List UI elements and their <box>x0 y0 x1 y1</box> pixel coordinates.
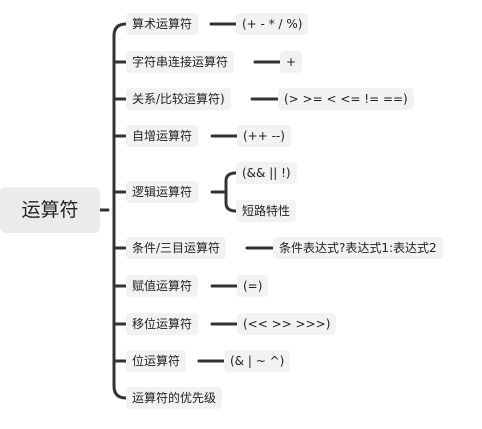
branch-precedence: 运算符的优先级 <box>126 387 223 409</box>
detail-increment: (++ --) <box>237 125 291 147</box>
branch-ternary: 条件/三目运算符 <box>126 237 227 259</box>
detail-logical-ops: (&& || !) <box>236 162 297 184</box>
branch-shift: 移位运算符 <box>126 313 199 335</box>
detail-arithmetic: (+ - * / %) <box>236 13 309 35</box>
detail-shift: (<< >> >>>) <box>237 313 337 335</box>
root-node-operators: 运算符 <box>0 187 100 233</box>
branch-assignment: 赋值运算符 <box>126 275 199 297</box>
detail-assignment: (=) <box>237 275 269 297</box>
branch-increment: 自增运算符 <box>126 125 199 147</box>
detail-short-circuit: 短路特性 <box>236 200 297 222</box>
branch-relational: 关系/比较运算符) <box>126 88 231 110</box>
detail-ternary: 条件表达式?表达式1:表达式2 <box>273 237 443 259</box>
branch-string-concat: 字符串连接运算符 <box>126 51 235 73</box>
detail-string-concat: + <box>280 51 303 73</box>
branch-bitwise: 位运算符 <box>126 350 187 372</box>
detail-bitwise: (& | ~ ^) <box>224 350 291 372</box>
branch-arithmetic: 算术运算符 <box>126 13 199 35</box>
detail-relational: (> >= < <= != ==) <box>278 88 414 110</box>
branch-logical: 逻辑运算符 <box>126 181 199 203</box>
